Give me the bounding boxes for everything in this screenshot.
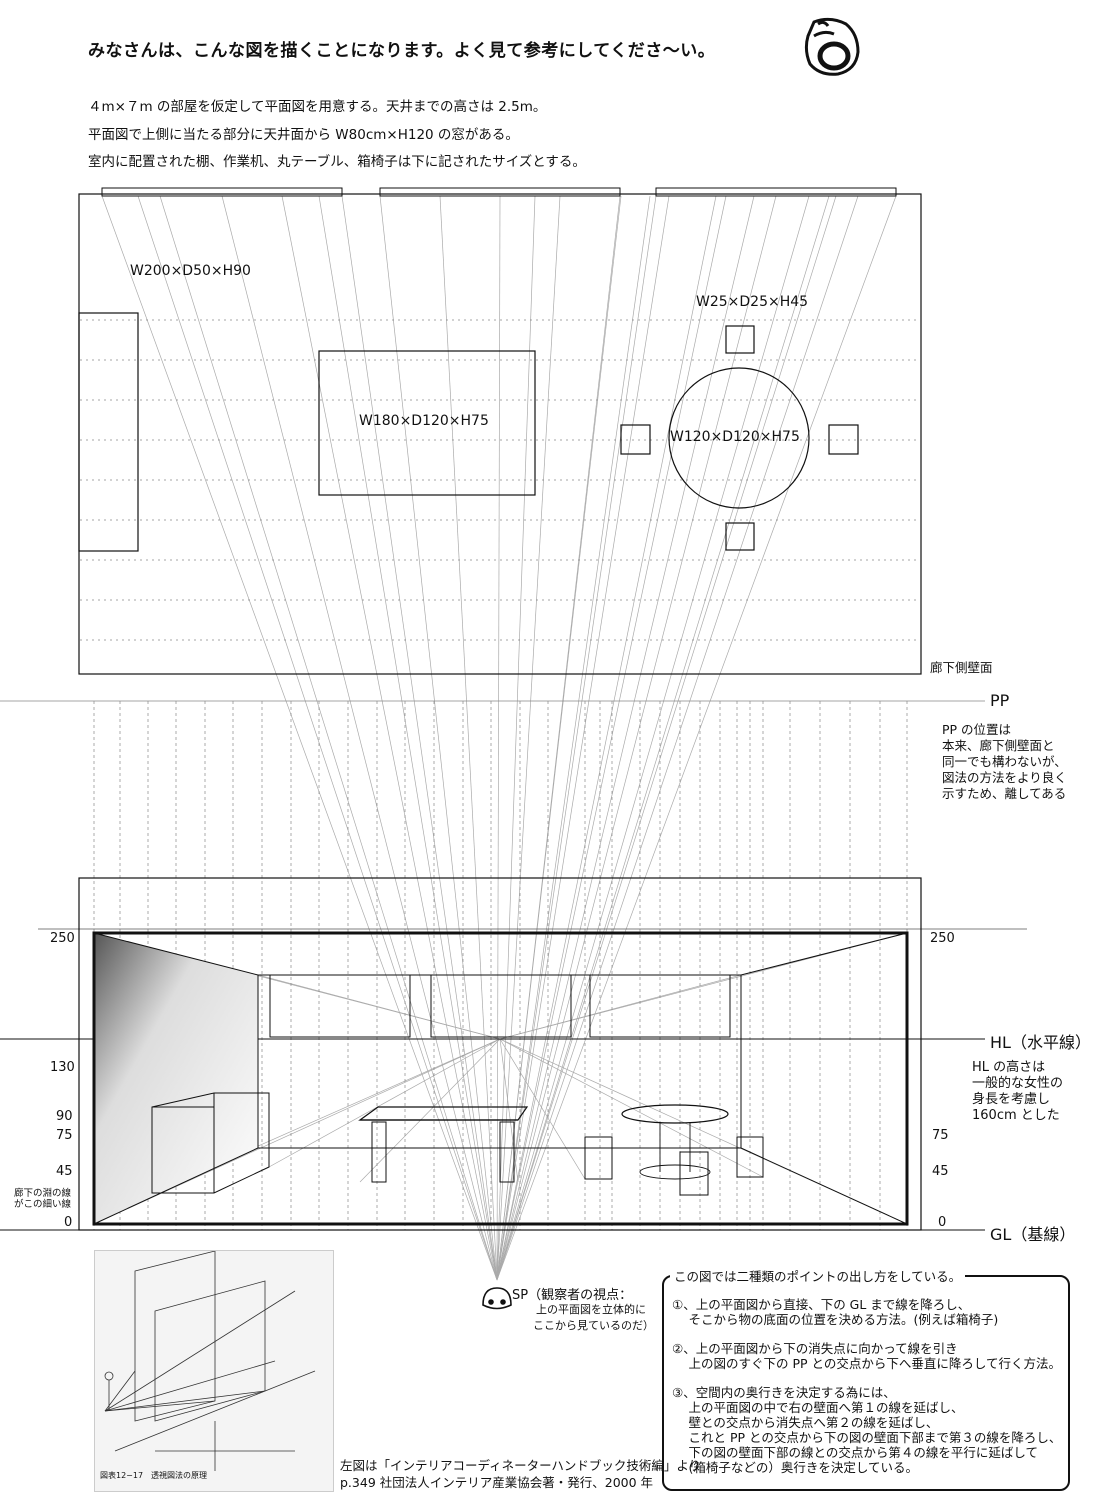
round-table-base bbox=[639, 1164, 711, 1180]
vanishing-line bbox=[499, 974, 742, 1040]
room-frame bbox=[92, 931, 909, 1226]
projection-ray bbox=[496, 195, 657, 1281]
window-persp-1 bbox=[269, 974, 411, 1038]
shelf-size-label: W200×D50×H90 bbox=[130, 263, 251, 279]
tick-left-0: 0 bbox=[64, 1215, 73, 1230]
points-box-title: この図では二種類のポイントの出し方をしている。 bbox=[670, 1266, 966, 1285]
projection-ray bbox=[379, 195, 498, 1281]
source-line-2: p.349 社団法人インテリア産業協会著・発行、2000 年 bbox=[340, 1475, 654, 1490]
projection-ray bbox=[101, 195, 498, 1281]
projection-ray bbox=[496, 195, 859, 1281]
tick-left-90: 90 bbox=[56, 1109, 73, 1124]
projection-ray bbox=[496, 195, 777, 1281]
intro-line-3: 室内に配置された棚、作業机、丸テーブル、箱椅子は下に記されたサイズとする。 bbox=[88, 154, 586, 170]
page-title: みなさんは、こんな図を描くことになります。よく見て参考にしてくださ〜い。 bbox=[88, 41, 716, 61]
projection-ray bbox=[496, 195, 897, 1281]
round-table-top bbox=[621, 1104, 729, 1124]
projection-ray bbox=[439, 195, 498, 1281]
left-wall-shade bbox=[94, 933, 258, 1224]
floor-plan bbox=[78, 187, 922, 675]
sp-label: SP（観察者の視点： bbox=[512, 1288, 633, 1303]
window-1 bbox=[101, 187, 343, 197]
reference-figure-image bbox=[94, 1250, 334, 1492]
window-persp-2 bbox=[430, 974, 572, 1038]
projection-ray bbox=[137, 195, 498, 1281]
vanishing-line bbox=[359, 1038, 501, 1183]
projection-ray bbox=[496, 195, 622, 1281]
vanishing-line bbox=[499, 1038, 764, 1178]
stool-persp-2 bbox=[679, 1151, 709, 1196]
projection-ray bbox=[496, 195, 727, 1281]
pp-label: PP bbox=[990, 691, 1010, 710]
reference-caption: 図表12−17 透視図法の原理 bbox=[100, 1471, 208, 1480]
corridor-wall-label: 廊下側壁面 bbox=[930, 660, 993, 675]
stool-persp-3 bbox=[736, 1136, 764, 1178]
tick-left-45: 45 bbox=[56, 1164, 73, 1179]
projection-ray bbox=[221, 195, 498, 1281]
desk-size-label: W180×D120×H75 bbox=[359, 413, 489, 429]
hl-label: HL（水平線） bbox=[990, 1033, 1091, 1052]
projection-ray bbox=[496, 195, 830, 1281]
projection-ray bbox=[318, 195, 498, 1281]
table-size-label: W120×D120×H75 bbox=[670, 429, 800, 445]
stool-size-label: W25×D25×H45 bbox=[696, 294, 809, 310]
tick-left-250: 250 bbox=[50, 931, 75, 946]
projection-rays bbox=[93, 195, 908, 1281]
tick-right-75: 75 bbox=[932, 1128, 949, 1143]
observer-icon bbox=[482, 1287, 512, 1310]
pp-note: PP の位置は本来、廊下側壁面と同一でも構わないが、図法の方法をより良く示すため… bbox=[942, 722, 1067, 801]
tick-right-0: 0 bbox=[938, 1215, 947, 1230]
projection-ray bbox=[281, 195, 498, 1281]
tick-right-45: 45 bbox=[932, 1164, 949, 1179]
projection-ray bbox=[496, 195, 561, 1281]
desk-plan bbox=[318, 350, 536, 496]
window-2 bbox=[379, 187, 621, 197]
vanishing-line bbox=[257, 974, 501, 1040]
perspective-view bbox=[78, 877, 922, 1231]
projection-ray bbox=[341, 195, 498, 1281]
tick-left-130: 130 bbox=[50, 1060, 75, 1075]
stool-persp-1 bbox=[584, 1136, 613, 1180]
window-persp-3 bbox=[589, 974, 731, 1038]
sp-sub-2: ここから見ているのだ） bbox=[533, 1319, 654, 1332]
intro-line-2: 平面図で上側に当たる部分に天井面から W80cm×H120 の窓がある。 bbox=[88, 127, 519, 143]
stool-plan-bottom bbox=[725, 522, 755, 551]
projection-ray bbox=[496, 195, 670, 1281]
stool-plan-right bbox=[828, 424, 859, 455]
window-3 bbox=[655, 187, 897, 197]
gl-label: GL（基線） bbox=[990, 1225, 1076, 1244]
round-table-plan bbox=[668, 367, 810, 509]
source-line-1: 左図は「インテリアコーディネーターハンドブック技術編」より bbox=[340, 1458, 702, 1473]
sp-sub-1: 上の平面図を立体的に bbox=[536, 1303, 646, 1316]
corridor-wall-elevation bbox=[78, 877, 922, 1231]
projection-ray bbox=[496, 195, 755, 1281]
tick-left-75: 75 bbox=[56, 1128, 73, 1143]
intro-line-1: ４m×７m の部屋を仮定して平面図を用意する。天井までの高さは 2.5m。 bbox=[88, 99, 547, 115]
tick-right-250: 250 bbox=[930, 931, 955, 946]
shelf-plan bbox=[78, 312, 139, 552]
stool-plan-left bbox=[620, 424, 651, 455]
projection-ray bbox=[496, 195, 536, 1281]
vanishing-line bbox=[499, 1038, 586, 1180]
projection-ray bbox=[496, 195, 810, 1281]
projection-ray bbox=[496, 195, 651, 1281]
projection-ray bbox=[496, 195, 717, 1281]
corridor-edge-note: 廊下の淵の線がこの細い線 bbox=[14, 1188, 72, 1210]
projection-ray bbox=[496, 195, 501, 1281]
projection-ray bbox=[496, 195, 837, 1281]
stool-plan-top bbox=[725, 325, 755, 354]
vanishing-line bbox=[499, 1038, 519, 1183]
vanishing-line bbox=[268, 1038, 501, 1168]
